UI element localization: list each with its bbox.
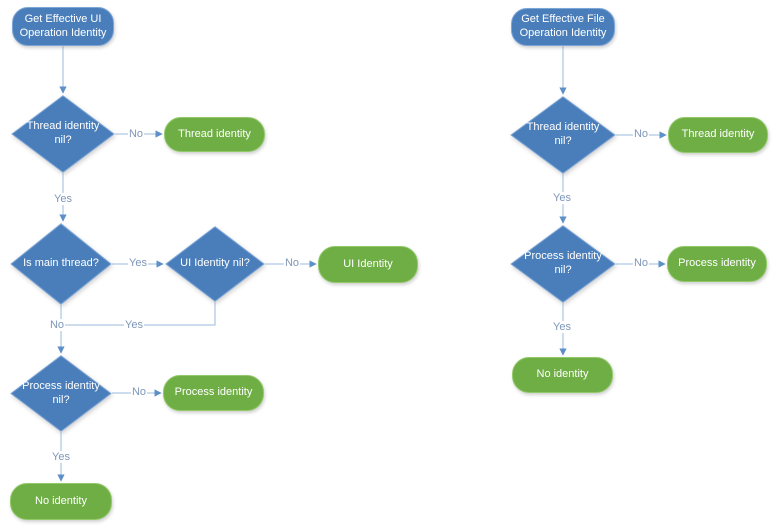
edge-label-yes: Yes [552,192,572,204]
node-label: No identity [35,494,87,507]
edge-label-no: No [283,257,301,269]
edge-label-no: No [130,386,148,398]
diamond-shape [510,225,616,303]
edge-label-no: No [48,319,66,331]
decision-ui-thread-identity-nil: Thread identity nil? [11,95,115,173]
decision-ui-process-identity-nil: Process identity nil? [10,355,112,432]
node-label: Get Effective File Operation Identity [519,13,607,39]
edge-label-yes: Yes [128,257,148,269]
terminal-ui-process-identity: Process identity [163,375,264,411]
node-label: Thread identity nil? [26,120,100,146]
terminal-ui-identity: UI Identity [318,246,418,283]
edge-label-no: No [127,128,145,140]
edge-label-yes: Yes [53,193,73,205]
node-label: Thread identity [178,127,251,140]
terminal-file-process-identity: Process identity [667,246,767,282]
node-label: Process identity nil? [22,379,100,406]
decision-file-thread-identity-nil: Thread identity nil? [510,96,616,174]
edge-label-no: No [632,128,650,140]
node-label: UI Identity [343,257,393,270]
diamond-shape [10,355,112,432]
node-label: UI Identity nil? [180,257,250,270]
edge-label-yes: Yes [124,319,144,331]
start-node-file-operation: Get Effective File Operation Identity [511,8,615,46]
node-label: Thread identity [681,128,755,141]
decision-ui-is-main-thread: Is main thread? [10,223,112,305]
node-label: Process identity [678,257,756,270]
terminal-ui-thread-identity: Thread identity [164,117,265,152]
terminal-ui-no-identity: No identity [10,483,112,520]
decision-ui-identity-nil: UI Identity nil? [165,226,265,302]
edge-label-yes: Yes [51,451,71,463]
node-label: Is main thread? [23,257,99,270]
diamond-shape [165,226,265,302]
diamond-shape [510,96,616,174]
diamond-shape [10,223,112,305]
edge-label-yes: Yes [552,321,572,333]
start-node-ui-operation: Get Effective UI Operation Identity [12,7,114,46]
decision-file-process-identity-nil: Process identity nil? [510,225,616,303]
edge-ui-nil-yes-join [62,302,216,326]
edge-label-no: No [632,257,650,269]
node-label: No identity [536,368,589,381]
terminal-file-no-identity: No identity [512,357,613,393]
node-label: Process identity nil? [524,250,602,276]
node-label: Thread identity nil? [526,121,600,147]
node-label: Get Effective UI Operation Identity [19,12,107,39]
terminal-file-thread-identity: Thread identity [668,117,768,153]
diamond-shape [11,95,115,173]
node-label: Process identity [174,386,253,399]
